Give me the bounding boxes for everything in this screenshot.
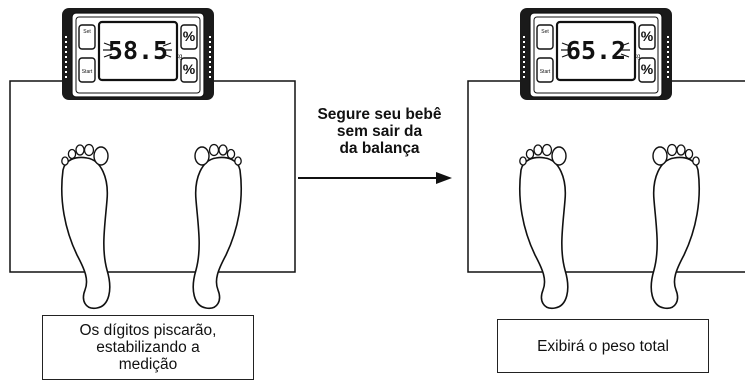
set-button-right: Set (541, 29, 549, 35)
scale-unit-left: kg (176, 54, 182, 60)
footprint-right-left (192, 143, 243, 310)
caption-left-line-2: estabilizando a (96, 339, 200, 356)
instruction-text: Segure seu bebê sem sair da da balança (292, 106, 467, 157)
footprint-left-right (518, 143, 569, 310)
scale-platform-left (9, 80, 296, 273)
start-button-right: Start (540, 69, 551, 75)
percent-button-bottom-left-scale: % (183, 61, 196, 77)
caption-left-line-1: Os dígitos piscarão, (79, 322, 217, 339)
scale-platform-right (467, 80, 745, 273)
start-button-left: Start (82, 69, 93, 75)
caption-left-line-3: medição (118, 356, 178, 373)
percent-button-bottom-right-scale: % (641, 61, 654, 77)
percent-button-top-right-scale: % (641, 28, 654, 44)
scale-reading-left: 58.5 (108, 36, 168, 65)
instruction-line-1: Segure seu bebê (317, 106, 442, 123)
instruction-line-2: sem sair da (336, 123, 423, 140)
scale-reading-right: 65.2 (566, 36, 626, 65)
instruction-line-3: da balança (339, 140, 420, 157)
set-button-left: Set (83, 29, 91, 35)
arrow-right-icon (298, 172, 452, 184)
caption-box-right: Exibirá o peso total (497, 319, 709, 373)
footprint-right-right (650, 143, 701, 310)
caption-right-text: Exibirá o peso total (537, 338, 669, 355)
footprint-left-left (60, 143, 111, 310)
caption-box-left: Os dígitos piscarão, estabilizando a med… (42, 315, 254, 380)
scale-unit-right: kg (634, 54, 640, 60)
percent-button-top-left-scale: % (183, 28, 196, 44)
